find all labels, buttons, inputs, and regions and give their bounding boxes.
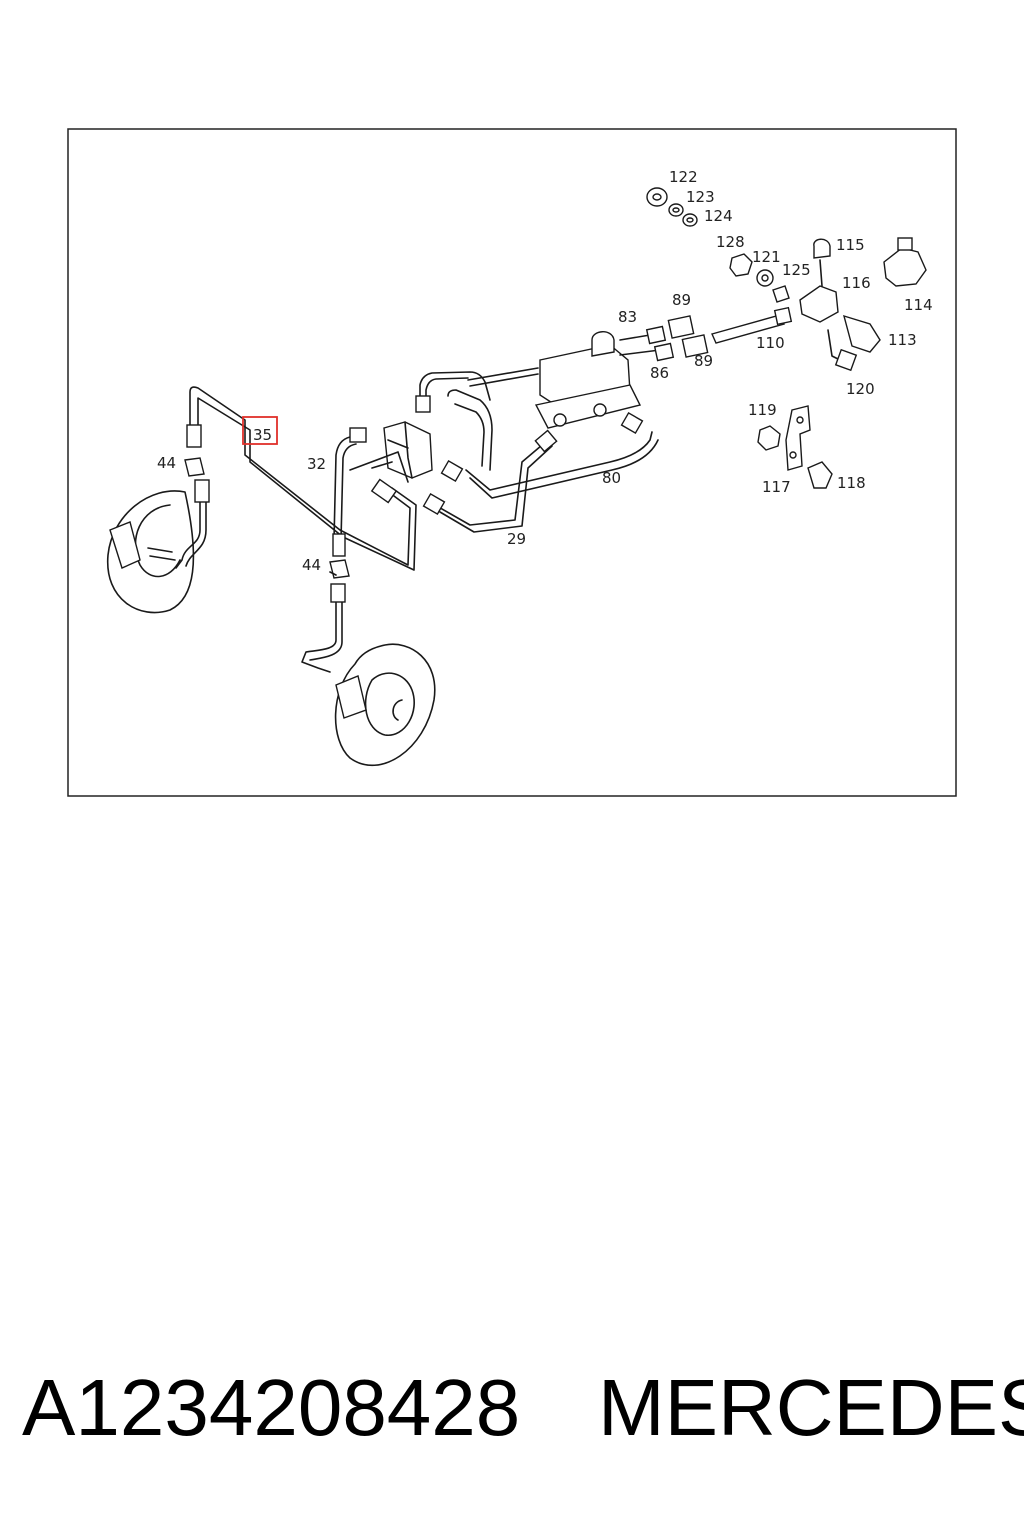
clip-44-right [329, 559, 350, 579]
label-83: 83 [618, 308, 637, 326]
label-119: 119 [748, 401, 777, 419]
label-89-top: 89 [672, 291, 691, 309]
label-121: 121 [752, 248, 781, 266]
label-118: 118 [837, 474, 866, 492]
label-86: 86 [650, 364, 669, 382]
brand-name: MERCEDES [598, 1363, 1024, 1452]
leader-lines [329, 461, 393, 576]
label-114: 114 [904, 296, 933, 314]
label-113: 113 [888, 331, 917, 349]
lines-center [415, 367, 659, 533]
clip-44-left [184, 457, 205, 477]
label-35: 35 [253, 426, 272, 444]
label-124: 124 [704, 207, 733, 225]
label-122: 122 [669, 168, 698, 186]
valve-block [349, 421, 433, 483]
washers [646, 187, 790, 303]
label-128: 128 [716, 233, 745, 251]
label-32: 32 [307, 455, 326, 473]
label-116: 116 [842, 274, 871, 292]
label-110: 110 [756, 334, 785, 352]
label-44-right: 44 [302, 556, 321, 574]
brake-line-35 [186, 386, 417, 571]
label-123: 123 [686, 188, 715, 206]
label-29: 29 [507, 530, 526, 548]
left-brake-disc [107, 479, 210, 614]
label-89-bottom: 89 [694, 352, 713, 370]
label-117: 117 [762, 478, 791, 496]
label-115: 115 [836, 236, 865, 254]
bracket-assembly [757, 405, 833, 489]
master-cylinder [534, 331, 642, 429]
distribution-block [799, 237, 927, 372]
label-80: 80 [602, 469, 621, 487]
right-brake-disc [301, 583, 436, 767]
label-125: 125 [782, 261, 811, 279]
part-number: A1234208428 [22, 1363, 521, 1452]
label-120: 120 [846, 380, 875, 398]
highlight-box [242, 416, 278, 445]
diagram-frame [67, 128, 957, 797]
fittings-upper [619, 306, 793, 362]
label-44-left: 44 [157, 454, 176, 472]
brake-line-32 [332, 427, 367, 557]
